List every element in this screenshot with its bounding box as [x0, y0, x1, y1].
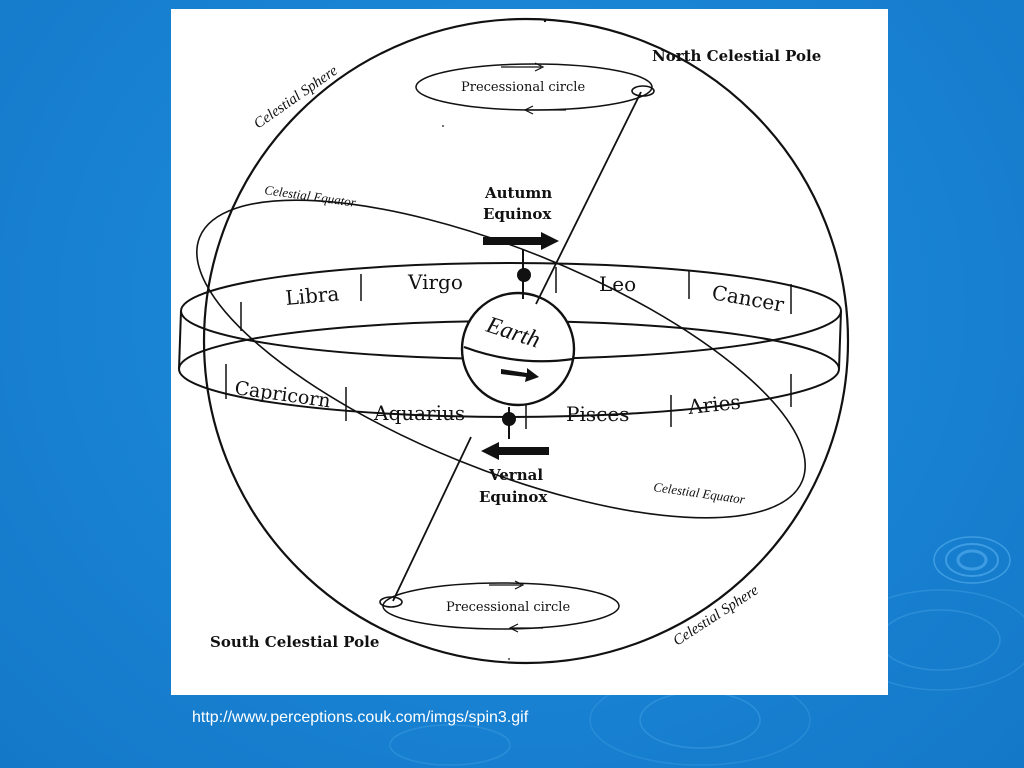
- celestial-sphere-circle: [202, 17, 850, 665]
- zodiac-virgo-label: Virgo: [407, 270, 463, 294]
- zodiac-aquarius-label: Aquarius: [373, 401, 465, 425]
- vernal-equinox-arrow: [481, 442, 549, 460]
- north-pole-ring: [631, 85, 655, 97]
- zodiac-cancer-label: Cancer: [710, 280, 786, 316]
- vernal-equinox-label-line2: Equinox: [479, 488, 548, 506]
- celestial-equator-bottom-label: Celestial Equator: [653, 479, 747, 507]
- autumn-equinox-arrow: [483, 232, 559, 250]
- celestial-equator-top-label: Celestial Equator: [264, 182, 358, 210]
- source-url-caption: http://www.perceptions.couk.com/imgs/spi…: [192, 709, 529, 726]
- precessional-circle-top-label: Precessional circle: [461, 80, 585, 95]
- autumn-equinox-label-line1: Autumn: [484, 184, 552, 202]
- zodiac-libra-label: Libra: [284, 281, 340, 310]
- south-pole-ring: [379, 596, 403, 608]
- zodiac-pisces-label: Pisces: [566, 402, 629, 426]
- north-axis-line: [535, 91, 642, 305]
- earth-globe: [460, 291, 576, 407]
- north-celestial-pole-label: North Celestial Pole: [652, 47, 821, 65]
- celestial-sphere-top-label: Celestial Sphere: [251, 63, 341, 133]
- autumn-equinox-point: [517, 268, 531, 282]
- precessional-circle-bottom-label: Precessional circle: [446, 600, 570, 615]
- celestial-sphere-diagram: North Celestial Pole South Celestial Pol…: [178, 17, 850, 665]
- south-axis-line: [392, 436, 472, 602]
- earth-rotation-arrow: [501, 368, 539, 382]
- zodiac-capricorn-label: Capricorn: [233, 377, 332, 412]
- south-celestial-pole-label: South Celestial Pole: [210, 633, 379, 651]
- zodiac-leo-label: Leo: [599, 272, 636, 296]
- diagram-panel: North Celestial Pole South Celestial Pol…: [171, 9, 888, 695]
- zodiac-aries-label: Aries: [686, 390, 742, 419]
- celestial-sphere-bottom-label: Celestial Sphere: [670, 582, 761, 649]
- vernal-equinox-label-line1: Vernal: [488, 466, 543, 484]
- autumn-equinox-label-line2: Equinox: [483, 205, 552, 223]
- vernal-equinox-point: [502, 412, 516, 426]
